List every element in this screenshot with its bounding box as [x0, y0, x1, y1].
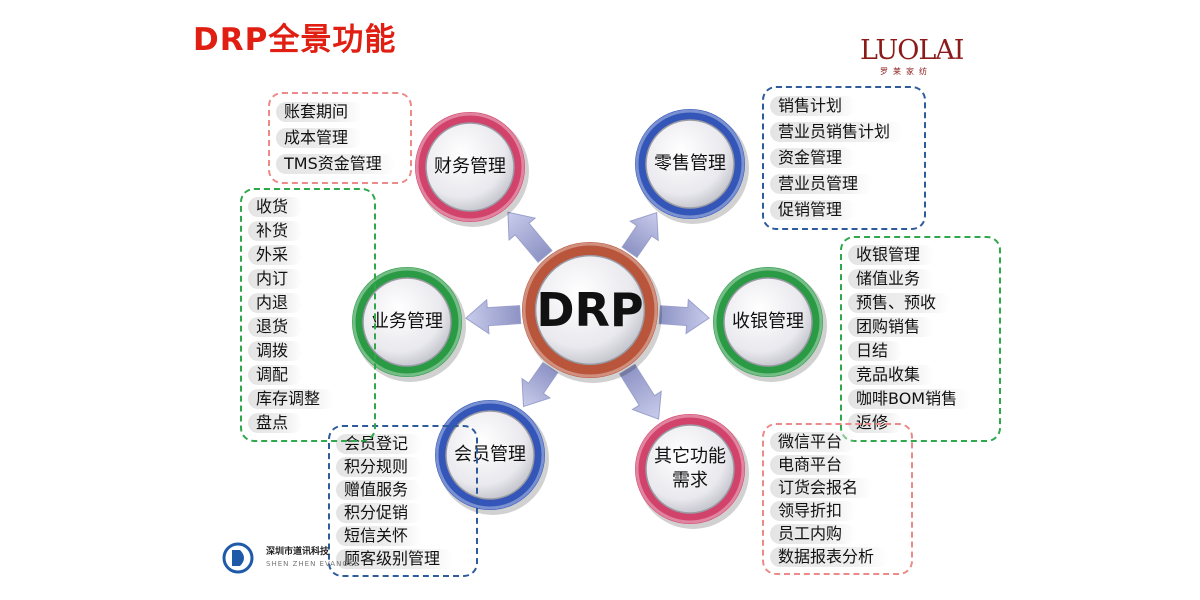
company-name-en: SHEN ZHEN EVANGEL — [266, 560, 360, 568]
arrow-layer — [465, 211, 710, 420]
finance-feature-item: TMS资金管理 — [276, 154, 396, 174]
finance-circle — [415, 112, 529, 227]
business-feature-item: 外采 — [248, 245, 303, 265]
arrow-to-other — [618, 363, 662, 420]
member-feature-item: 积分规则 — [336, 456, 423, 477]
business-feature-item: 调拨 — [248, 341, 303, 361]
company-name: 深圳市道讯科技 — [266, 547, 330, 557]
member-feature-item: 顾客级别管理 — [336, 548, 455, 569]
retail-feature-item: 营业员销售计划 — [770, 122, 905, 142]
page-title: DRP全景功能 — [193, 22, 397, 58]
arrow-to-finance — [507, 211, 553, 263]
cashier-feature-group: 收银管理储值业务预售、预收团购销售日结竞品收集咖啡BOM销售返修 — [840, 236, 1001, 442]
arrow-to-retail — [621, 212, 659, 259]
retail-feature-item: 促销管理 — [770, 200, 857, 220]
cashier-feature-item: 预售、预收 — [848, 293, 951, 313]
arrow-to-business — [465, 298, 522, 335]
cashier-feature-item: 收银管理 — [848, 245, 935, 265]
cashier-feature-item: 团购销售 — [848, 317, 935, 337]
arrow-to-member — [521, 361, 559, 408]
business-feature-item: 退货 — [248, 317, 303, 337]
other-feature-item: 员工内购 — [770, 523, 857, 544]
business-circle — [352, 267, 466, 382]
cashier-feature-item: 储值业务 — [848, 269, 935, 289]
luolai-logo: LUOLAI 罗莱家纺 — [860, 35, 964, 78]
retail-feature-item: 营业员管理 — [770, 174, 873, 194]
arrow-to-cashier — [658, 298, 710, 335]
business-feature-item: 收货 — [248, 197, 303, 217]
cashier-feature-item: 日结 — [848, 341, 903, 361]
cashier-feature-item: 咖啡BOM销售 — [848, 389, 972, 409]
other-feature-item: 电商平台 — [770, 454, 857, 475]
other-feature-item: 订货会报名 — [770, 477, 873, 498]
retail-feature-item: 销售计划 — [770, 96, 857, 116]
other-feature-item: 数据报表分析 — [770, 546, 889, 567]
company-logo: 深圳市道讯科技 SHEN ZHEN EVANGEL — [218, 540, 358, 576]
other-node-label: 其它功能需求 — [654, 446, 726, 491]
cashier-feature-item: 竞品收集 — [848, 365, 935, 385]
member-circle — [435, 400, 549, 515]
member-node-label: 会员管理 — [454, 444, 526, 465]
finance-node-label: 财务管理 — [434, 156, 506, 177]
logo-text: LUOLAI — [860, 35, 964, 66]
business-feature-item: 调配 — [248, 365, 303, 385]
cashier-node-label: 收银管理 — [732, 311, 804, 332]
other-feature-group: 微信平台电商平台订货会报名领导折扣员工内购数据报表分析 — [762, 423, 913, 575]
finance-feature-item: 账套期间 — [276, 102, 363, 122]
other-feature-item: 领导折扣 — [770, 500, 857, 521]
retail-feature-item: 资金管理 — [770, 148, 857, 168]
member-feature-item: 短信关怀 — [336, 525, 423, 546]
business-feature-item: 库存调整 — [248, 389, 335, 409]
retail-node-label: 零售管理 — [654, 153, 726, 174]
business-feature-group: 收货补货外采内订内退退货调拨调配库存调整盘点 — [240, 188, 376, 442]
logo-subtext: 罗莱家纺 — [880, 67, 932, 76]
business-feature-item: 内订 — [248, 269, 303, 289]
business-node-label: 业务管理 — [371, 311, 443, 332]
business-feature-item: 盘点 — [248, 413, 303, 433]
ring-layer — [352, 109, 827, 529]
business-feature-item: 内退 — [248, 293, 303, 313]
member-feature-item: 积分促销 — [336, 502, 423, 523]
retail-feature-group: 销售计划营业员销售计划资金管理营业员管理促销管理 — [762, 86, 926, 230]
other-circle — [635, 414, 749, 529]
other-feature-item: 微信平台 — [770, 431, 857, 452]
retail-circle — [635, 109, 749, 224]
finance-feature-item: 成本管理 — [276, 128, 363, 148]
member-feature-item: 会员登记 — [336, 433, 423, 454]
finance-feature-group: 账套期间成本管理 TMS资金管理 — [268, 92, 412, 184]
center-circle — [522, 242, 662, 383]
member-feature-item: 赠值服务 — [336, 479, 423, 500]
cashier-circle — [713, 267, 827, 382]
company-mark-icon — [222, 542, 254, 574]
member-feature-group: 会员登记积分规则赠值服务积分促销短信关怀顾客级别管理 — [328, 425, 478, 577]
business-feature-item: 补货 — [248, 221, 303, 241]
center-node-label: DRP — [536, 283, 644, 337]
